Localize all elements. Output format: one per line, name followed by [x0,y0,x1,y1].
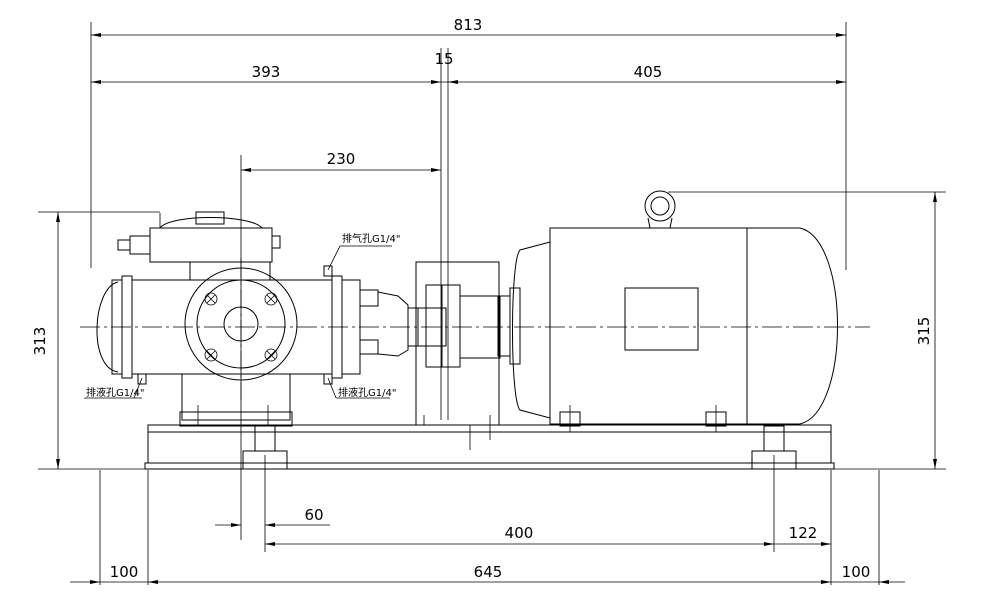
dim-motor-side: 405 [634,63,663,81]
dim-left-margin: 100 [110,563,139,581]
dimension-labels: 813 393 15 405 230 313 315 60 400 122 10… [31,16,933,581]
dim-right-margin: 100 [842,563,871,581]
dim-motor-height: 315 [915,317,933,346]
center-lines [80,258,870,400]
drain-port-note-right: 排液孔G1/4" [338,386,396,399]
dim-pump-height: 313 [31,327,49,356]
dim-center-to-coupling: 230 [327,150,356,168]
dim-total-length: 813 [454,16,483,34]
dim-pump-side: 393 [252,63,281,81]
dim-bolt-end: 122 [789,524,818,542]
base-frame [144,424,835,470]
dim-bolt-spacing: 400 [505,524,534,542]
drain-port-note-left: 排液孔G1/4" [86,386,144,399]
extension-lines [90,22,880,585]
coupling-guard [415,261,501,450]
electric-motor [497,190,838,432]
dimension-lines [38,33,946,584]
dim-offset-60: 60 [304,506,323,524]
dim-base-length: 645 [474,563,503,581]
dim-coupling-gap: 15 [434,50,453,68]
port-annotations: 排气孔G1/4" 排液孔G1/4" 排液孔G1/4" [84,232,400,399]
vent-port-note: 排气孔G1/4" [342,232,400,245]
